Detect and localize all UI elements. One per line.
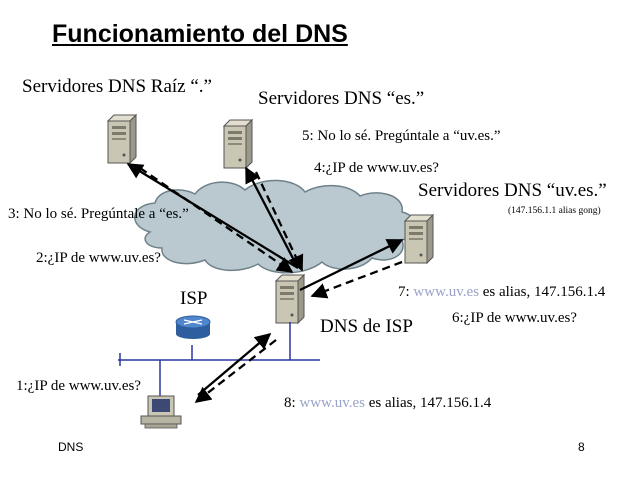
page-number: 8	[578, 440, 585, 454]
computer-icon	[140, 395, 182, 429]
step7-prefix: 7:	[398, 284, 414, 300]
isp-label: ISP	[180, 288, 208, 309]
uves-alias-note: (147.156.1.1 alias gong)	[508, 206, 601, 216]
step1-label: 1:¿IP de www.uv.es?	[16, 378, 141, 394]
arrow-step5	[254, 171, 304, 272]
arrow-step7	[310, 260, 403, 299]
uves-server-icon	[404, 214, 434, 264]
slide-title: Funcionamiento del DNS	[52, 20, 348, 48]
query-arrows	[126, 163, 404, 396]
step8-suffix: es alias, 147.156.1.4	[364, 395, 492, 411]
isp-dns-label: DNS de ISP	[320, 316, 413, 337]
root-servers-label: Servidores DNS Raíz “.”	[22, 76, 212, 97]
uves-servers-label: Servidores DNS “uv.es.”	[418, 180, 607, 201]
step8-label: 8: www.uv.es es alias, 147.156.1.4	[284, 395, 491, 412]
step3-label: 3: No lo sé. Pregúntale a “es.”	[8, 206, 189, 222]
arrow-step3	[139, 167, 294, 273]
router-icon	[175, 315, 211, 339]
step8-host: www.uv.es	[299, 395, 365, 411]
es-servers-label: Servidores DNS “es.”	[258, 88, 425, 109]
step7-suffix: es alias, 147.156.1.4	[478, 284, 606, 300]
step5-label: 5: No lo sé. Pregúntale a “uv.es.”	[302, 128, 501, 144]
isp-dns-server-icon	[275, 274, 305, 324]
step4-label: 4:¿IP de www.uv.es?	[314, 160, 439, 176]
step7-label: 7: www.uv.es es alias, 147.156.1.4	[398, 284, 605, 301]
arrow-step4	[244, 166, 300, 269]
step8-prefix: 8:	[284, 395, 300, 411]
step6-label: 6:¿IP de www.uv.es?	[452, 310, 577, 326]
step7-host: www.uv.es	[413, 284, 479, 300]
footer-label: DNS	[58, 440, 84, 454]
arrow-step2	[126, 163, 299, 269]
response-arrows	[139, 167, 403, 403]
arrow-step8	[194, 339, 277, 403]
isp-network-line	[118, 322, 320, 396]
arrow-step1	[197, 332, 272, 396]
step2-label: 2:¿IP de www.uv.es?	[36, 250, 161, 266]
root-server-icon	[107, 114, 137, 164]
es-server-icon	[223, 119, 253, 169]
arrow-step6	[299, 238, 404, 292]
